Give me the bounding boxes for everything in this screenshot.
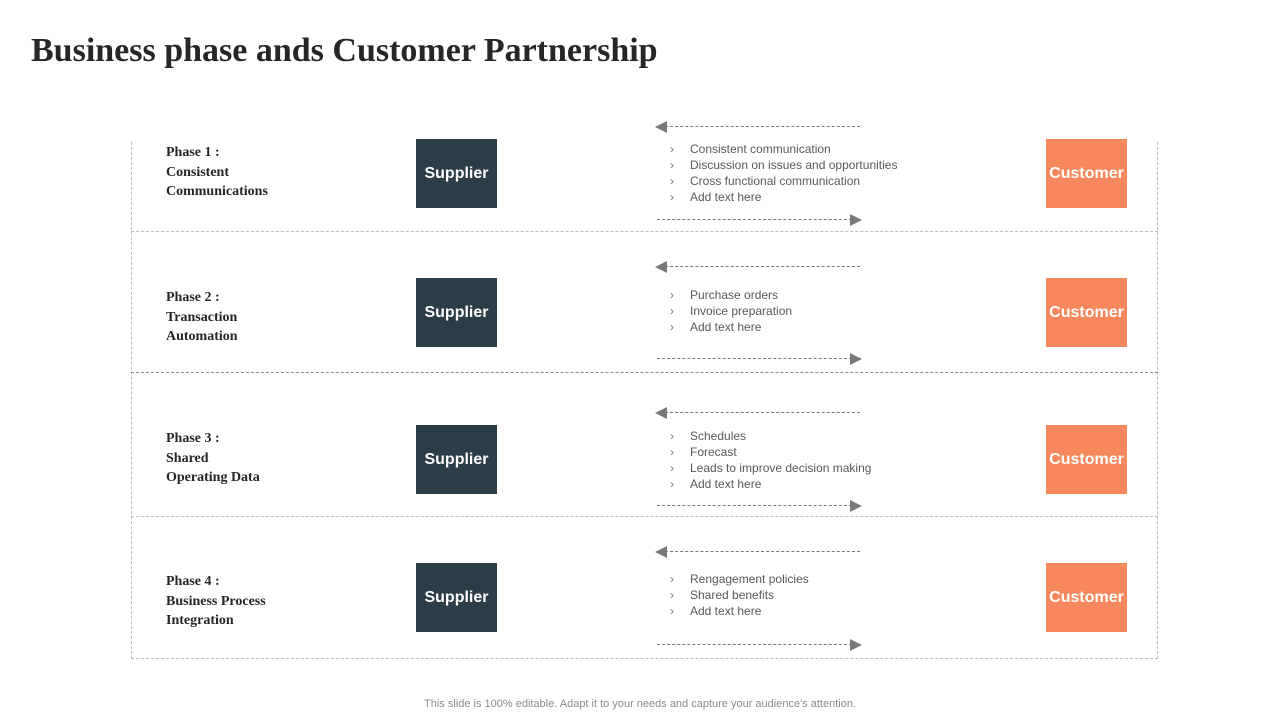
phase-label: Phase 3 : Shared Operating Data — [166, 429, 260, 488]
chevron-right-icon: › — [670, 142, 674, 156]
phase-label-line: Integration — [166, 613, 234, 628]
row-divider — [131, 231, 1158, 232]
phase-label-line: Operating Data — [166, 470, 260, 485]
chevron-right-icon: › — [670, 461, 674, 475]
chevron-right-icon: › — [670, 604, 674, 618]
customer-box: Customer — [1046, 425, 1127, 494]
chevron-right-icon: › — [670, 429, 674, 443]
list-item: ›Schedules — [670, 429, 747, 443]
chevron-right-icon: › — [670, 320, 674, 334]
list-item: ›Add text here — [670, 320, 762, 334]
list-item: ›Purchase orders — [670, 288, 779, 302]
supplier-box: Supplier — [416, 563, 497, 632]
list-item: ›Consistent communication — [670, 142, 831, 156]
list-item: ›Leads to improve decision making — [670, 461, 872, 475]
bullet-list: ›Purchase orders ›Invoice preparation ›A… — [670, 287, 792, 335]
dashed-arrow-left-icon — [655, 546, 862, 558]
chevron-right-icon: › — [670, 288, 674, 302]
list-item: ›Cross functional communication — [670, 174, 861, 188]
list-item: ›Forecast — [670, 445, 737, 459]
row-divider — [131, 516, 1158, 517]
dashed-arrow-right-icon — [655, 353, 862, 365]
dashed-arrow-right-icon — [655, 500, 862, 512]
chevron-right-icon: › — [670, 477, 674, 491]
phase-label: Phase 1 : Consistent Communications — [166, 143, 268, 202]
phase-label-line: Automation — [166, 329, 238, 344]
phase-label-line: Business Process — [166, 593, 266, 609]
row-divider — [131, 372, 1158, 373]
customer-box: Customer — [1046, 139, 1127, 208]
list-item: ›Add text here — [670, 190, 762, 204]
phase-frame — [131, 142, 1158, 659]
phase-label-line: Phase 2 : — [166, 290, 220, 305]
list-item: ›Add text here — [670, 477, 762, 491]
dashed-arrow-left-icon — [655, 407, 862, 419]
bullet-list: ›Consistent communication ›Discussion on… — [670, 141, 897, 205]
chevron-right-icon: › — [670, 174, 674, 188]
dashed-arrow-left-icon — [655, 121, 862, 133]
dashed-arrow-right-icon — [655, 639, 862, 651]
phase-label-line: Phase 1 : — [166, 145, 220, 160]
phase-label: Phase 2 : Transaction Automation — [166, 288, 238, 347]
dashed-arrow-right-icon — [655, 214, 862, 226]
phase-label-line: Transaction — [166, 309, 238, 325]
list-item: ›Rengagement policies — [670, 572, 809, 586]
supplier-box: Supplier — [416, 425, 497, 494]
list-item: ›Add text here — [670, 604, 762, 618]
phase-label: Phase 4 : Business Process Integration — [166, 572, 266, 631]
phase-label-line: Phase 4 : — [166, 574, 220, 589]
phase-label-line: Consistent — [166, 164, 230, 180]
bullet-list: ›Schedules ›Forecast ›Leads to improve d… — [670, 428, 871, 492]
list-item: ›Discussion on issues and opportunities — [670, 158, 898, 172]
phase-label-line: Phase 3 : — [166, 431, 220, 446]
chevron-right-icon: › — [670, 588, 674, 602]
phase-label-line: Shared — [166, 450, 209, 466]
chevron-right-icon: › — [670, 304, 674, 318]
dashed-arrow-left-icon — [655, 261, 862, 273]
list-item: ›Shared benefits — [670, 588, 775, 602]
chevron-right-icon: › — [670, 445, 674, 459]
phase-label-line: Communications — [166, 184, 268, 199]
customer-box: Customer — [1046, 563, 1127, 632]
footer-note: This slide is 100% editable. Adapt it to… — [424, 698, 856, 710]
supplier-box: Supplier — [416, 278, 497, 347]
customer-box: Customer — [1046, 278, 1127, 347]
list-item: ›Invoice preparation — [670, 304, 793, 318]
page-title: Business phase ands Customer Partnership — [31, 32, 658, 69]
supplier-box: Supplier — [416, 139, 497, 208]
chevron-right-icon: › — [670, 190, 674, 204]
chevron-right-icon: › — [670, 572, 674, 586]
chevron-right-icon: › — [670, 158, 674, 172]
bullet-list: ›Rengagement policies ›Shared benefits ›… — [670, 571, 809, 619]
